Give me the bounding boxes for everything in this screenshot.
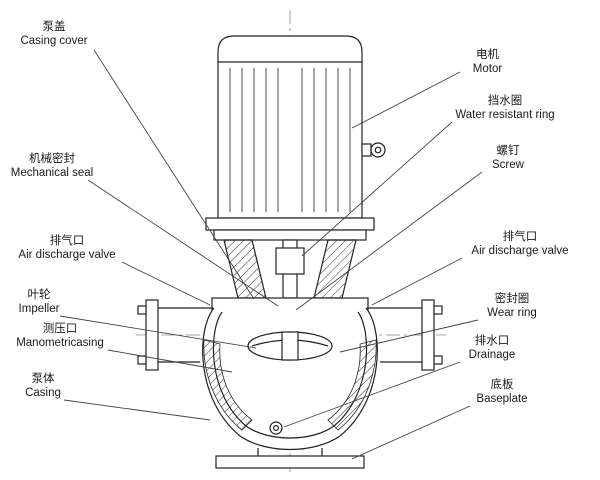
label-air-discharge-left-en: Air discharge valve (18, 249, 116, 261)
leader-motor (351, 71, 461, 129)
volute-casing (202, 307, 378, 450)
baseplate-shape (215, 448, 365, 469)
label-manometric: 测压口 Manometricasing (4, 322, 116, 350)
label-casing-cover-zh: 泵盖 (42, 21, 66, 33)
motor-fins (229, 68, 351, 212)
leader-lines (59, 49, 483, 460)
label-impeller-en: Impeller (18, 303, 60, 315)
leader-mechanical-seal (87, 179, 279, 307)
label-casing-cover-en: Casing cover (20, 35, 88, 47)
label-baseplate-zh: 底板 (490, 379, 514, 391)
label-mechanical-seal-zh: 机械密封 (29, 153, 75, 165)
label-water-resistant-ring: 挡水圈 Water resistant ring (430, 94, 580, 122)
leader-baseplate (351, 405, 471, 460)
left-flange (137, 299, 213, 371)
label-water-resistant-ring-zh: 挡水圈 (487, 95, 523, 107)
label-mechanical-seal-en: Mechanical seal (10, 167, 94, 179)
drain-plug (269, 421, 283, 435)
right-flange (367, 299, 443, 371)
eyebolt-icon (361, 142, 386, 158)
label-air-discharge-right-en: Air discharge valve (471, 245, 569, 257)
label-motor: 电机 Motor (460, 48, 515, 76)
label-baseplate-en: Baseplate (476, 393, 528, 405)
label-wear-ring-zh: 密封圈 (494, 293, 530, 305)
label-drainage-zh: 排水口 (474, 335, 510, 347)
label-wear-ring: 密封圈 Wear ring (475, 292, 549, 320)
label-casing: 泵体 Casing (14, 372, 72, 400)
label-impeller: 叶轮 Impeller (8, 288, 70, 316)
label-motor-en: Motor (472, 63, 503, 75)
label-impeller-zh: 叶轮 (27, 289, 51, 301)
label-water-resistant-ring-en: Water resistant ring (455, 109, 555, 121)
leader-manometric (107, 349, 233, 373)
motor-flange (205, 217, 375, 241)
label-baseplate: 底板 Baseplate (468, 378, 536, 406)
leader-air-discharge-left (121, 261, 211, 306)
leader-screw (295, 171, 483, 311)
leader-casing-cover (93, 49, 255, 300)
label-air-discharge-left-zh: 排气口 (49, 235, 85, 247)
label-casing-zh: 泵体 (31, 373, 55, 385)
label-air-discharge-right: 排气口 Air discharge valve (458, 230, 582, 258)
label-screw: 螺钉 Screw (480, 144, 536, 172)
label-drainage-en: Drainage (468, 349, 516, 361)
label-casing-cover: 泵盖 Casing cover (8, 20, 100, 48)
label-wear-ring-en: Wear ring (487, 307, 537, 319)
label-screw-en: Screw (492, 159, 524, 171)
lantern-bracket (223, 239, 357, 299)
label-air-discharge-right-zh: 排气口 (502, 231, 538, 243)
leader-wear-ring (339, 319, 479, 353)
label-manometric-zh: 测压口 (42, 323, 78, 335)
label-casing-en: Casing (25, 387, 61, 399)
leader-drainage (283, 361, 461, 428)
impeller-shape (247, 331, 333, 361)
pump-shaft (275, 239, 305, 299)
leader-water-resistant-ring (301, 121, 453, 257)
motor-body (217, 35, 363, 219)
leader-casing (63, 399, 211, 421)
label-screw-zh: 螺钉 (496, 145, 520, 157)
leader-air-discharge-right (371, 257, 463, 306)
label-air-discharge-left: 排气口 Air discharge valve (6, 234, 128, 262)
label-mechanical-seal: 机械密封 Mechanical seal (2, 152, 102, 180)
label-manometric-en: Manometricasing (16, 337, 104, 349)
label-drainage: 排水口 Drainage (457, 334, 527, 362)
label-motor-zh: 电机 (476, 49, 499, 61)
leader-impeller (59, 315, 257, 349)
